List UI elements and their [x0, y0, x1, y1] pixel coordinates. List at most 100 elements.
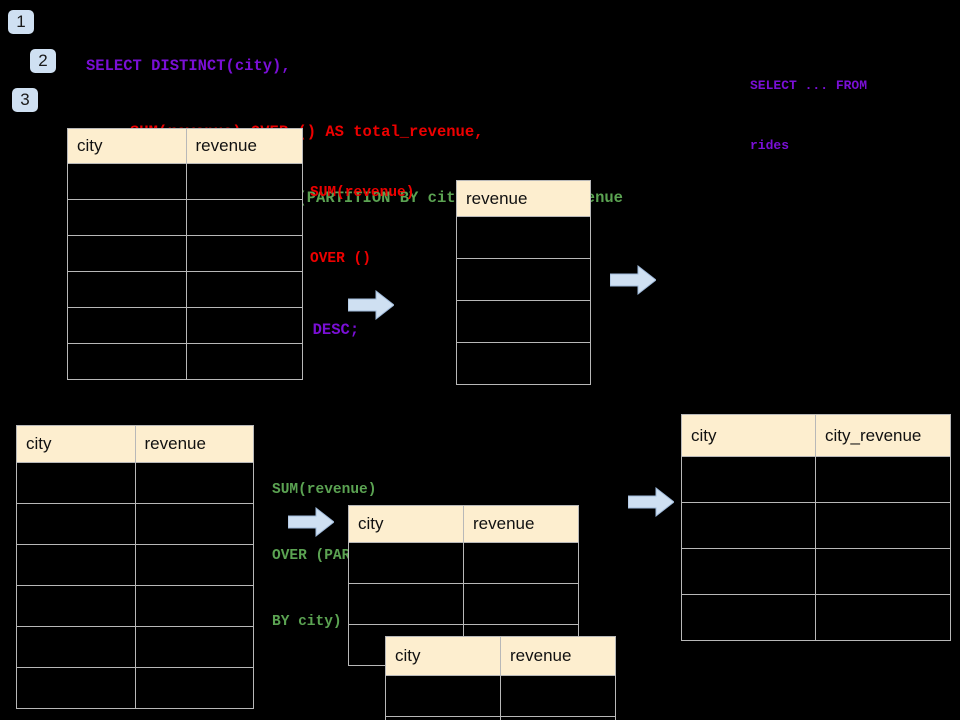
- table-row: [67, 343, 303, 380]
- cell-city: [16, 503, 136, 545]
- table-header-row: revenue: [456, 180, 591, 217]
- table-header-row: city city_revenue: [681, 414, 951, 457]
- table-row: [16, 626, 254, 668]
- table-row: [681, 456, 951, 503]
- cell-revenue: [456, 342, 591, 385]
- cell-revenue: [463, 542, 579, 584]
- table-row: [16, 503, 254, 545]
- table-row: [67, 199, 303, 236]
- column-header-revenue: revenue: [134, 425, 254, 463]
- table-header-row: city revenue: [16, 425, 254, 463]
- cell-city: [16, 462, 136, 504]
- cell-city: [681, 548, 816, 595]
- step-badge-3: 3: [12, 88, 38, 112]
- cell-city: [385, 675, 501, 717]
- cell-city-revenue: [815, 548, 951, 595]
- table-header-row: city revenue: [67, 128, 303, 164]
- cell-revenue: [500, 675, 616, 717]
- cell-city: [16, 626, 136, 668]
- callout-sum-over-empty-line-2: OVER (): [310, 251, 371, 267]
- column-header-city: city: [681, 414, 816, 457]
- arrow-total-to-result-icon: [610, 265, 656, 295]
- table-row: [456, 300, 591, 343]
- table-total-revenue: revenue: [456, 180, 591, 385]
- table-row: [16, 667, 254, 709]
- table-partition-group-front: city revenue: [385, 636, 616, 720]
- table-row: [385, 716, 616, 720]
- cell-city: [67, 163, 187, 200]
- table-row: [385, 675, 616, 717]
- table-row: [681, 594, 951, 641]
- arrow-source-to-total-icon: [348, 290, 394, 320]
- column-header-city: city: [348, 505, 464, 543]
- arrow-source-to-partition-icon: [288, 507, 334, 537]
- cell-revenue: [134, 667, 254, 709]
- table-header-row: city revenue: [385, 636, 616, 676]
- callout-sum-over-empty: SUM(revenue) OVER (): [310, 138, 414, 314]
- cell-revenue: [185, 307, 303, 344]
- column-header-revenue: revenue: [456, 180, 591, 217]
- cell-revenue: [500, 716, 616, 720]
- step-badge-1: 1: [8, 10, 34, 34]
- cell-city: [67, 199, 187, 236]
- table-row: [348, 583, 579, 625]
- table-city-revenue-result: city city_revenue: [681, 414, 951, 641]
- cell-revenue: [134, 585, 254, 627]
- column-header-revenue: revenue: [463, 505, 579, 543]
- table-row: [681, 548, 951, 595]
- cell-city: [67, 307, 187, 344]
- cell-revenue: [185, 235, 303, 272]
- cell-revenue: [134, 544, 254, 586]
- cell-revenue: [456, 258, 591, 301]
- cell-revenue: [456, 216, 591, 259]
- table-row: [456, 258, 591, 301]
- table-row: [16, 585, 254, 627]
- cell-city: [385, 716, 501, 720]
- column-header-revenue: revenue: [185, 128, 303, 164]
- table-row: [67, 271, 303, 308]
- callout-sum-over-partition-line-3: BY city): [272, 614, 342, 630]
- cell-city: [348, 583, 464, 625]
- cell-city: [681, 594, 816, 641]
- cell-revenue: [456, 300, 591, 343]
- callout-sum-over-empty-line-1: SUM(revenue): [310, 185, 415, 201]
- table-row: [456, 342, 591, 385]
- cell-revenue: [134, 626, 254, 668]
- cell-revenue: [185, 271, 303, 308]
- table-row: [348, 542, 579, 584]
- table-row: [16, 462, 254, 504]
- cell-city: [67, 235, 187, 272]
- cell-city: [67, 343, 187, 380]
- step-badge-2: 2: [30, 49, 56, 73]
- cell-city: [16, 585, 136, 627]
- column-header-city: city: [67, 128, 187, 164]
- column-header-city: city: [385, 636, 501, 676]
- table-row: [67, 163, 303, 200]
- cell-revenue: [134, 462, 254, 504]
- cell-city-revenue: [815, 502, 951, 549]
- table-header-row: city revenue: [348, 505, 579, 543]
- cell-city: [16, 544, 136, 586]
- table-rides-source-top: city revenue: [67, 128, 303, 380]
- table-rides-source-bottom: city revenue: [16, 425, 254, 709]
- cell-revenue: [134, 503, 254, 545]
- table-row: [681, 502, 951, 549]
- callout-select-from-rides-line-1: SELECT ... FROM: [750, 78, 868, 93]
- cell-city-revenue: [815, 456, 951, 503]
- cell-revenue: [463, 583, 579, 625]
- column-header-city-revenue: city_revenue: [815, 414, 951, 457]
- callout-select-from-rides: SELECT ... FROM rides: [750, 36, 867, 196]
- cell-city: [67, 271, 187, 308]
- table-row: [16, 544, 254, 586]
- callout-select-from-rides-line-2: rides: [750, 138, 790, 153]
- cell-city: [16, 667, 136, 709]
- cell-revenue: [185, 343, 303, 380]
- cell-city-revenue: [815, 594, 951, 641]
- cell-city: [681, 456, 816, 503]
- cell-city: [348, 542, 464, 584]
- table-row: [67, 307, 303, 344]
- column-header-revenue: revenue: [500, 636, 616, 676]
- column-header-city: city: [16, 425, 136, 463]
- sql-line-select: SELECT DISTINCT(city),: [86, 57, 291, 75]
